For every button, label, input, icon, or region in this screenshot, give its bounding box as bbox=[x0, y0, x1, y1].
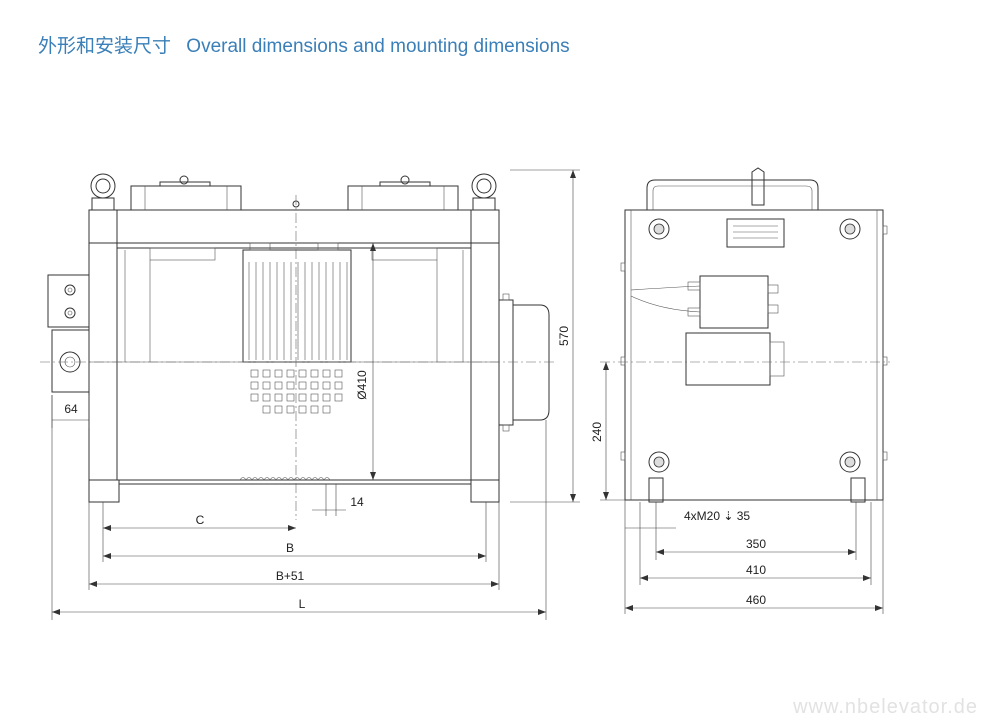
dim-460: 460 bbox=[746, 593, 766, 607]
foot-right bbox=[470, 479, 500, 503]
encoder-box bbox=[630, 275, 779, 329]
title-english: Overall dimensions and mounting dimensio… bbox=[186, 36, 570, 57]
brake-left bbox=[130, 175, 242, 211]
corner-bolts bbox=[648, 218, 861, 473]
brake-right bbox=[347, 175, 459, 211]
foot-left bbox=[88, 479, 120, 503]
rope-grooves bbox=[239, 477, 331, 481]
cooling-fins bbox=[242, 242, 352, 363]
dim-410: 410 bbox=[746, 563, 766, 577]
brake-controller bbox=[685, 332, 771, 386]
dim-b-plus-51: B+51 bbox=[276, 569, 305, 583]
page-title: 外形和安装尺寸 Overall dimensions and mounting … bbox=[38, 31, 570, 58]
dim-bolts: 4xM20 ⇣ 35 bbox=[684, 509, 750, 523]
sheave-grid bbox=[250, 369, 343, 414]
front-view: Ø410 570 64 14 C B B bbox=[40, 169, 580, 620]
dim-c: C bbox=[196, 513, 205, 527]
side-view: 240 4xM20 ⇣ 35 350 410 460 bbox=[590, 167, 890, 614]
title-chinese: 外形和安装尺寸 bbox=[38, 36, 172, 57]
terminal-box bbox=[47, 274, 90, 393]
watermark: www.nbelevator.de bbox=[793, 696, 978, 718]
dim-diameter: Ø410 bbox=[355, 370, 369, 400]
end-plate bbox=[624, 209, 884, 501]
nameplate bbox=[726, 218, 785, 248]
dim-height: 570 bbox=[557, 326, 571, 346]
dim-l: L bbox=[299, 597, 306, 611]
cable-conduit bbox=[646, 179, 819, 210]
dim-center-height: 240 bbox=[590, 422, 604, 442]
dim-slot: 14 bbox=[350, 495, 364, 509]
lifting-eye-right bbox=[471, 173, 497, 211]
side-cover bbox=[498, 293, 550, 432]
dim-350: 350 bbox=[746, 537, 766, 551]
dim-terminal-width: 64 bbox=[64, 402, 78, 416]
lifting-eye-left bbox=[90, 173, 116, 211]
dim-b: B bbox=[286, 541, 294, 555]
